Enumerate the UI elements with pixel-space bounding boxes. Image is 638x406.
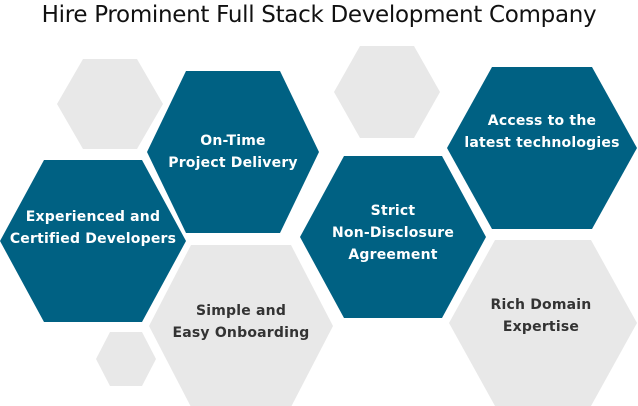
label-line: Certified Developers (9, 231, 177, 247)
label-line: Experienced and (25, 209, 161, 225)
label-line: Easy Onboarding (172, 325, 310, 341)
label-line: Access to the (487, 113, 597, 129)
hexagon-strict (300, 156, 486, 318)
label-access: Access to the latest technologies (464, 110, 619, 154)
hexagon-decor-bottom-left (96, 332, 156, 386)
label-line: Project Delivery (168, 155, 298, 171)
label-line: Expertise (502, 319, 580, 335)
label-line: On-Time (200, 133, 266, 149)
label-on-time: On-Time Project Delivery (168, 130, 298, 174)
label-line: Simple and (195, 303, 287, 319)
label-line: Rich Domain (490, 297, 592, 313)
label-line: Strict (370, 203, 416, 219)
label-simple: Simple and Easy Onboarding (172, 300, 309, 344)
hexagon-decor-top-left (57, 59, 163, 149)
label-rich-domain: Rich Domain Expertise (491, 294, 592, 338)
hexagon-simple (149, 245, 333, 406)
hexagon-experienced (0, 160, 186, 322)
hexagon-on-time (147, 71, 319, 233)
label-strict: Strict Non-Disclosure Agreement (332, 200, 454, 266)
label-line: Non-Disclosure (331, 225, 455, 241)
page-title: Hire Prominent Full Stack Development Co… (41, 2, 597, 28)
hexagon-access (447, 67, 637, 229)
label-line: latest technologies (464, 135, 620, 151)
hexagon-decor-top-middle (334, 46, 440, 138)
label-experienced: Experienced and Certified Developers (10, 206, 176, 250)
label-line: Agreement (348, 247, 438, 263)
hexagon-rich-domain (449, 240, 637, 406)
